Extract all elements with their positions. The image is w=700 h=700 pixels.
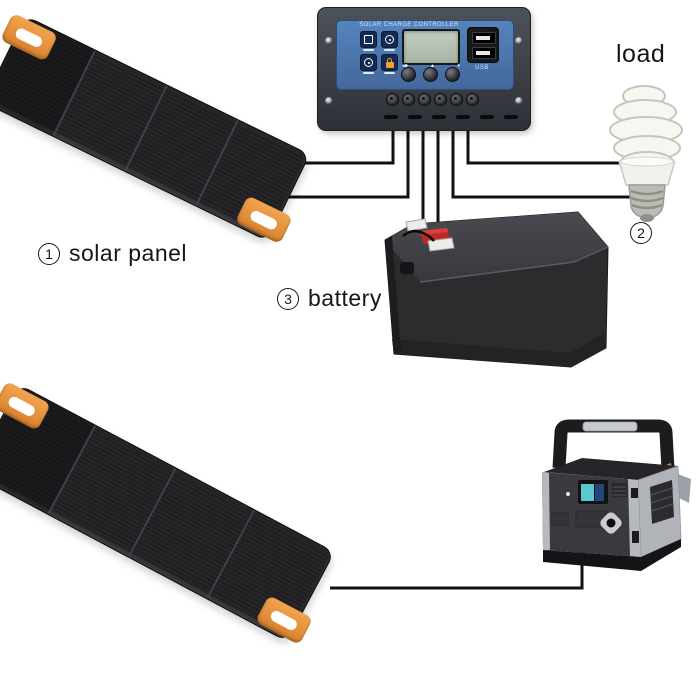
wire-panel-to-controller-2 [258, 128, 410, 199]
battery-lower-band [392, 333, 606, 367]
terminal-screw [466, 93, 479, 106]
station-top-face [544, 458, 678, 480]
mounting-hole [325, 37, 333, 45]
display-mode-icon [360, 31, 377, 51]
charge-controller: SOLAR CHARGE CONTROLLER ◂■▲▾ USB [317, 7, 531, 131]
panel-fold-line [195, 119, 239, 206]
terminal-screw [450, 93, 463, 106]
dc-port [606, 518, 616, 528]
bulb-contact-tip [640, 214, 654, 222]
lcd-display [402, 29, 460, 65]
vent-slot [456, 115, 470, 119]
mounting-hole [325, 97, 333, 105]
battery-case-seam [419, 246, 609, 283]
down-button [445, 67, 460, 82]
power-led [566, 492, 570, 496]
usb-port [472, 32, 496, 44]
load-bulb [609, 85, 683, 222]
wire-controller-to-load-2 [466, 128, 624, 165]
battery-left-edge [385, 236, 401, 354]
label-number-badge: 1 [38, 242, 60, 265]
handle-slot [13, 26, 44, 49]
usb-port [472, 47, 496, 59]
side-vent-slats [650, 487, 674, 512]
handle-slot [268, 609, 299, 632]
power-station [542, 419, 691, 571]
terminal-screw [402, 93, 415, 106]
label-number-badge: 2 [630, 222, 652, 244]
wire-controller-to-load-1 [451, 128, 632, 199]
lcd-button-marks: ◂■▲▾ [402, 63, 460, 69]
panel-fold-line [124, 85, 168, 172]
vent-slot [504, 115, 518, 119]
pillar-latch [632, 531, 639, 543]
station-base [543, 539, 681, 571]
station-screen [581, 484, 594, 501]
covered-port-panel [551, 512, 569, 526]
station-left-pillar [542, 472, 550, 550]
controller-faceplate: SOLAR CHARGE CONTROLLER ◂■▲▾ USB [336, 20, 514, 90]
up-button [423, 67, 438, 82]
battery-loose-wire [402, 229, 435, 242]
handle-slot [6, 394, 37, 418]
terminal-screw [434, 93, 447, 106]
handle-grip-plate [582, 421, 638, 432]
battery [384, 211, 609, 368]
vent-slot [432, 115, 446, 119]
usb-label: USB [475, 65, 489, 71]
vent-slot [480, 115, 494, 119]
battery-handle-indent [400, 262, 414, 274]
load-output-icon [360, 54, 377, 74]
vent-slot [384, 115, 398, 119]
usb-ports [467, 27, 499, 63]
battery-terminal-connector [405, 218, 428, 232]
terminal-screw [418, 93, 431, 106]
menu-button [401, 67, 416, 82]
pillar-latch [631, 488, 638, 498]
label-load-number: 2 [630, 222, 652, 244]
terminal-screw [386, 93, 399, 106]
lock-icon [381, 54, 398, 74]
battery-terminal-connector [427, 237, 455, 252]
panel-fold-line [206, 509, 256, 600]
controller-header-text: SOLAR CHARGE CONTROLLER [359, 22, 459, 28]
mounting-hole [515, 97, 523, 105]
front-vent-slats [613, 486, 626, 496]
panel-fold-line [127, 468, 177, 558]
screw-threads [630, 189, 664, 210]
handle-slot [248, 209, 279, 232]
station-side-vent [650, 480, 674, 524]
battery-status-icon [381, 31, 398, 51]
wire-panel-to-controller-1 [290, 128, 395, 165]
label-solar-panel: 1 solar panel [38, 240, 187, 267]
station-screen-secondary [595, 484, 604, 501]
vent-slot [408, 115, 422, 119]
label-load: load [616, 40, 666, 68]
label-battery: 3 battery [277, 285, 382, 312]
mounting-hole [515, 37, 523, 45]
label-number-badge: 3 [277, 287, 299, 310]
